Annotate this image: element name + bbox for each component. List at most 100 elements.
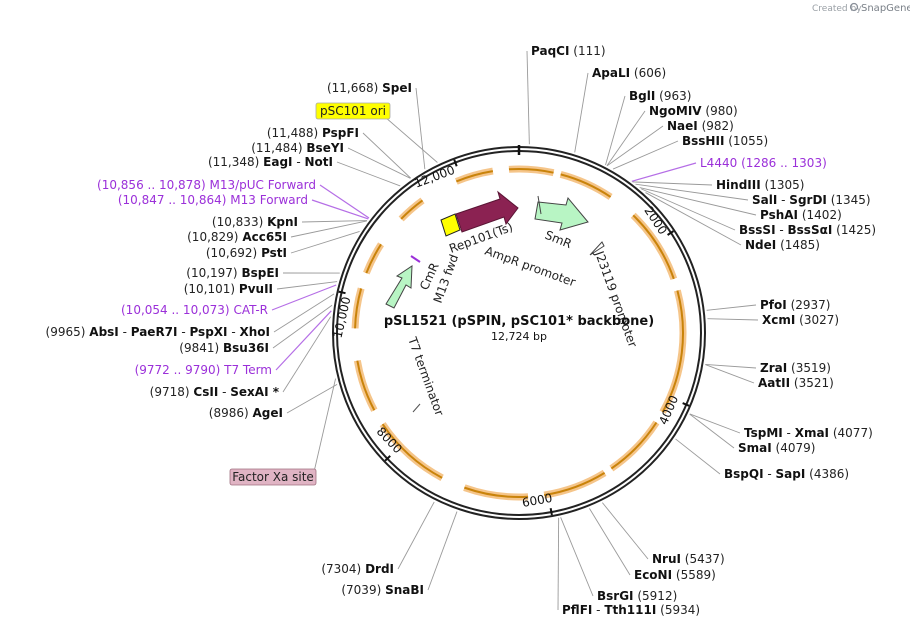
feature-arc[interactable] [661,290,684,413]
site-bsu36i[interactable]: (9841) Bsu36I [179,341,269,355]
leader-line [415,87,426,170]
site-pspfi[interactable]: (11,488) PspFI [267,126,359,140]
site-bgli[interactable]: BglI (963) [629,89,691,103]
feature-arc-arrowhead [670,269,674,280]
site-position: (2937) [791,298,831,312]
feature-arc[interactable] [544,472,606,497]
site-l4440[interactable]: L4440 (1286 .. 1303) [700,156,827,170]
site-snabi[interactable]: (7039) SnaBI [341,583,424,597]
site-pshai[interactable]: PshAI (1402) [760,208,842,222]
site-label: (10,197) BspEI [186,266,279,280]
site-pvuii[interactable]: (10,101) PvuII [184,282,273,296]
feature-arc-arrowhead [358,288,362,298]
feature-cmr[interactable] [385,265,413,309]
feature-arc[interactable] [400,199,424,220]
site-smai[interactable]: SmaI (4079) [738,441,815,455]
site-cat-r[interactable]: (10,054 .. 10,073) CAT-R [121,303,268,317]
feature-smr[interactable] [534,196,589,231]
site-m13-puc-forward[interactable]: (10,856 .. 10,878) M13/pUC Forward [97,178,316,192]
site-position: (1485) [780,238,820,252]
feature-t7-terminator[interactable] [412,403,421,413]
site-paqci[interactable]: PaqCI (111) [531,44,606,58]
site-econi[interactable]: EcoNI (5589) [634,568,716,582]
site-psti[interactable]: (10,692) PstI [206,246,287,260]
site-naei[interactable]: NaeI (982) [667,119,734,133]
feature-m13-fwd[interactable] [410,255,421,263]
site-label: BssHII (1055) [682,134,768,148]
site-name: CsII [193,385,218,399]
site-nrui[interactable]: NruI (5437) [652,552,725,566]
feature-arc-glow [543,469,607,499]
site-name: BssSαI [788,223,833,237]
site-label: NdeI (1485) [745,238,820,252]
feature-arc[interactable] [354,288,363,329]
site-t7-term[interactable]: (9772 .. 9790) T7 Term [135,363,272,377]
site-name: L4440 [700,156,737,170]
site-label: BspQI - SapI (4386) [724,467,849,481]
site-name: SpeI [382,81,412,95]
site-position: (3027) [799,313,839,327]
site-bspqi-sapi[interactable]: BspQI - SapI (4386) [724,467,849,481]
feature-arc[interactable] [560,173,612,198]
site-bspei[interactable]: (10,197) BspEI [186,266,279,280]
site-label: NruI (5437) [652,552,725,566]
site-name: SexAI * [230,385,279,399]
feature-arc[interactable] [464,486,529,498]
site-xcmi[interactable]: XcmI (3027) [762,313,839,327]
site-tspmi-xmai[interactable]: TspMI - XmaI (4077) [744,426,873,440]
site-apali[interactable]: ApaLI (606) [592,66,666,80]
site-spei[interactable]: (11,668) SpeI [327,81,412,95]
site-bsssi-bsss-i[interactable]: BssSI - BssSαI (1425) [739,223,876,237]
site-name: PflFI [562,603,592,617]
plasmid-name: pSL1521 (pSPIN, pSC101* backbone) [384,314,654,329]
site-eagi-noti[interactable]: (11,348) EagI - NotI [208,155,333,169]
site-separator: - [178,325,190,339]
leader-line [362,132,411,179]
site-label: PshAI (1402) [760,208,842,222]
site-acc65i[interactable]: (10,829) Acc65I [187,230,287,244]
feature-arc[interactable] [632,214,675,280]
site-name: BglI [629,89,655,103]
site-label: (10,829) Acc65I [187,230,287,244]
site-label: L4440 (1286 .. 1303) [700,156,827,170]
site-bsshii[interactable]: BssHII (1055) [682,134,768,148]
feature-arc[interactable] [610,421,658,470]
site-name: Acc65I [242,230,287,244]
site-pflfi-tth111i[interactable]: PflFI - Tth111I (5934) [562,603,700,617]
tick-mark [453,159,458,167]
site-aatii[interactable]: AatII (3521) [758,376,834,390]
site-position: (9965) [46,325,86,339]
site-bsrgi[interactable]: BsrGI (5912) [597,589,677,603]
leader-line [276,281,338,290]
feature-arc[interactable] [365,243,382,274]
feature-ampr-promoter[interactable] [537,195,542,215]
site-pfoi[interactable]: PfoI (2937) [760,298,830,312]
feature-pSC101-ori[interactable] [440,213,461,237]
feature-rep101ts[interactable] [455,190,519,233]
site-label: (11,348) EagI - NotI [208,155,333,169]
site-bseyi[interactable]: (11,484) BseYI [251,141,344,155]
site-label: (9965) AbsI - PaeR7I - PspXI - XhoI [46,325,270,339]
site-position: (9841) [179,341,219,355]
site-hindiii[interactable]: HindIII (1305) [716,178,804,192]
site-position: (10,692) [206,246,257,260]
site-name: SnaBI [385,583,424,597]
site-ndei[interactable]: NdeI (1485) [745,238,820,252]
site-kpni[interactable]: (10,833) KpnI [212,215,298,229]
site-ngomiv[interactable]: NgoMIV (980) [649,104,738,118]
leader-line [705,364,755,384]
site-csii-sexai-[interactable]: (9718) CsII - SexAI * [150,385,280,399]
site-absi-paer7i-pspxi-xhoi[interactable]: (9965) AbsI - PaeR7I - PspXI - XhoI [46,325,270,339]
site-agei[interactable]: (8986) AgeI [209,406,283,420]
site-separator: - [592,603,604,617]
site-sali-sgrdi[interactable]: SalI - SgrDI (1345) [752,193,871,207]
site-m13-forward[interactable]: (10,847 .. 10,864) M13 Forward [118,193,308,207]
feature-arc-arrowhead [464,487,474,491]
boxed-label-factor-xa[interactable]: Factor Xa site [229,468,317,486]
plasmid-size: 12,724 bp [491,330,547,343]
feature-arc[interactable] [381,423,443,479]
boxed-label-pSC101-ori[interactable]: pSC101 ori [315,102,391,120]
feature-j23119-promoter[interactable] [589,241,605,256]
site-zrai[interactable]: ZraI (3519) [760,361,831,375]
site-drdi[interactable]: (7304) DrdI [321,562,394,576]
